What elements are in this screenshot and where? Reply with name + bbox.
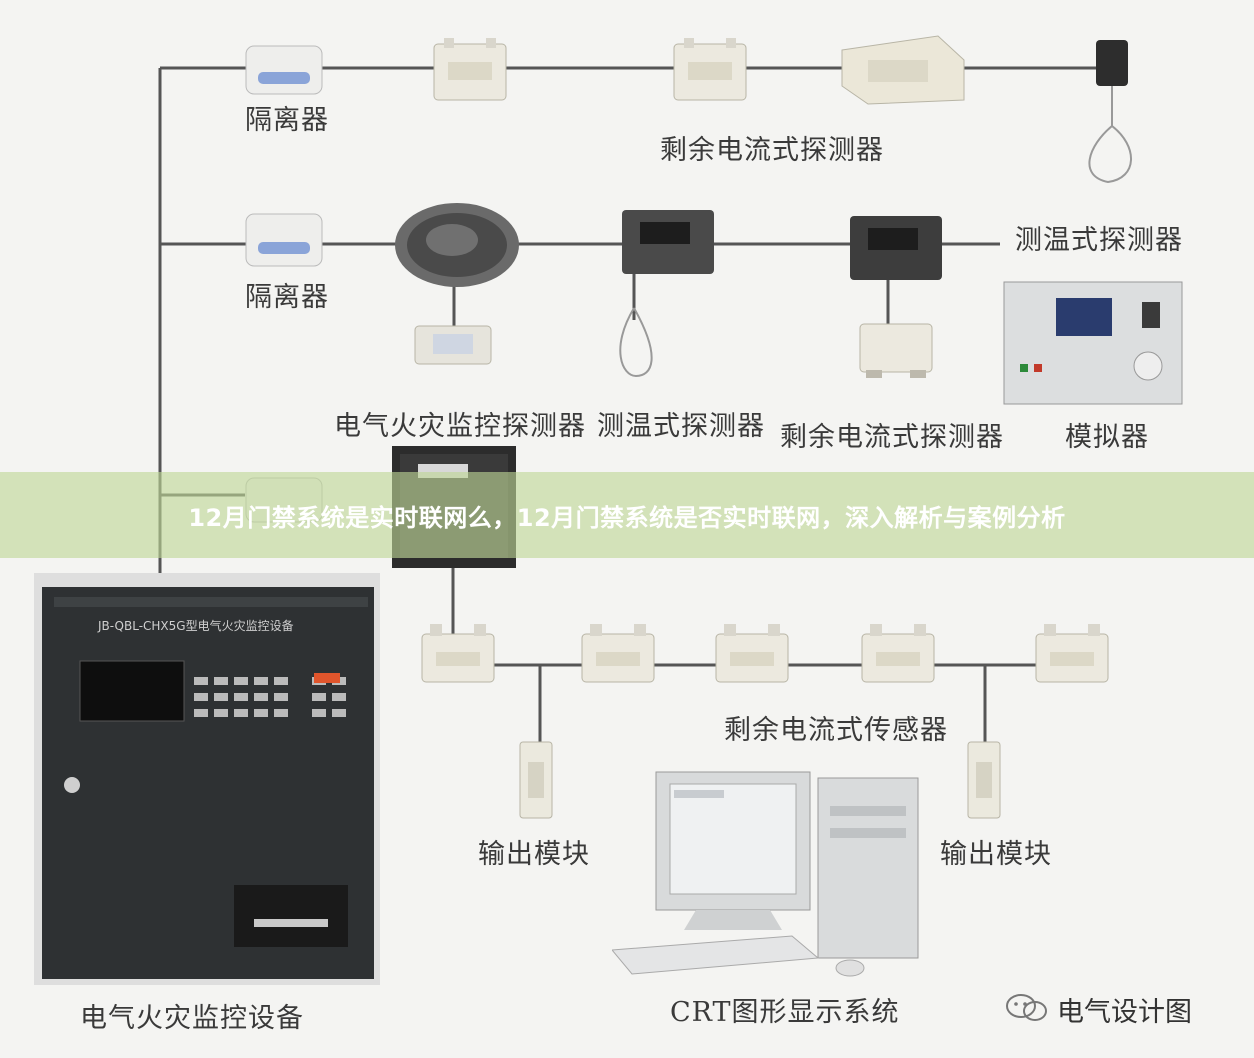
monitoring-panel: JB-QBL-CHX5G型电气火灾监控设备 — [34, 573, 380, 985]
residual-current-module-1 — [430, 38, 510, 104]
label-isolator-1: 隔离器 — [245, 105, 329, 136]
temperature-probe-device — [1068, 36, 1148, 186]
output-module-left-device — [514, 738, 558, 822]
residual-current-sensor-5 — [1032, 622, 1112, 688]
label-residual-current-detector-mid: 剩余电流式探测器 — [780, 422, 1004, 453]
label-output-module-right: 输出模块 — [940, 839, 1052, 870]
label-residual-current-detector-top: 剩余电流式探测器 — [660, 135, 884, 166]
fire-monitor-module — [413, 322, 493, 368]
isolator-device-1 — [244, 44, 324, 96]
title-banner: 12月门禁系统是实时联网么，12月门禁系统是否实时联网，深入解析与案例分析 — [0, 472, 1254, 558]
output-module-right-device — [962, 738, 1006, 822]
label-monitoring-equipment: 电气火灾监控设备 — [80, 1003, 304, 1034]
label-output-module-left: 输出模块 — [478, 839, 590, 870]
crt-computer — [610, 768, 924, 982]
isolator-device-2 — [244, 212, 324, 268]
residual-current-module-3 — [838, 30, 968, 106]
temperature-detector-mid-device — [612, 208, 722, 378]
watermark: 电气设计图 — [1005, 990, 1192, 1029]
watermark-text: 电气设计图 — [1057, 997, 1192, 1028]
simulator-device — [1002, 280, 1184, 406]
label-temperature-detector-right: 测温式探测器 — [1015, 225, 1183, 256]
label-simulator: 模拟器 — [1065, 422, 1149, 453]
label-crt-system: CRT图形显示系统 — [670, 997, 900, 1028]
label-residual-current-sensor: 剩余电流式传感器 — [724, 715, 948, 746]
label-temperature-detector-mid: 测温式探测器 — [597, 411, 765, 442]
wechat-icon — [1005, 993, 1049, 1027]
banner-title: 12月门禁系统是实时联网么，12月门禁系统是否实时联网，深入解析与案例分析 — [188, 503, 1066, 532]
residual-current-mid-device — [856, 318, 936, 380]
temperature-detector-right-device — [848, 214, 944, 284]
residual-current-sensor-4 — [858, 622, 938, 688]
panel-model-label: JB-QBL-CHX5G型电气火灾监控设备 — [98, 619, 294, 633]
residual-current-sensor-2 — [578, 622, 658, 688]
residual-current-sensor-1 — [418, 622, 498, 688]
residual-current-sensor-3 — [712, 622, 792, 688]
label-fire-monitor-detector: 电气火灾监控探测器 — [334, 411, 586, 442]
label-isolator-2: 隔离器 — [245, 282, 329, 313]
fire-monitor-detector-device — [392, 200, 522, 290]
residual-current-module-2 — [670, 38, 750, 104]
